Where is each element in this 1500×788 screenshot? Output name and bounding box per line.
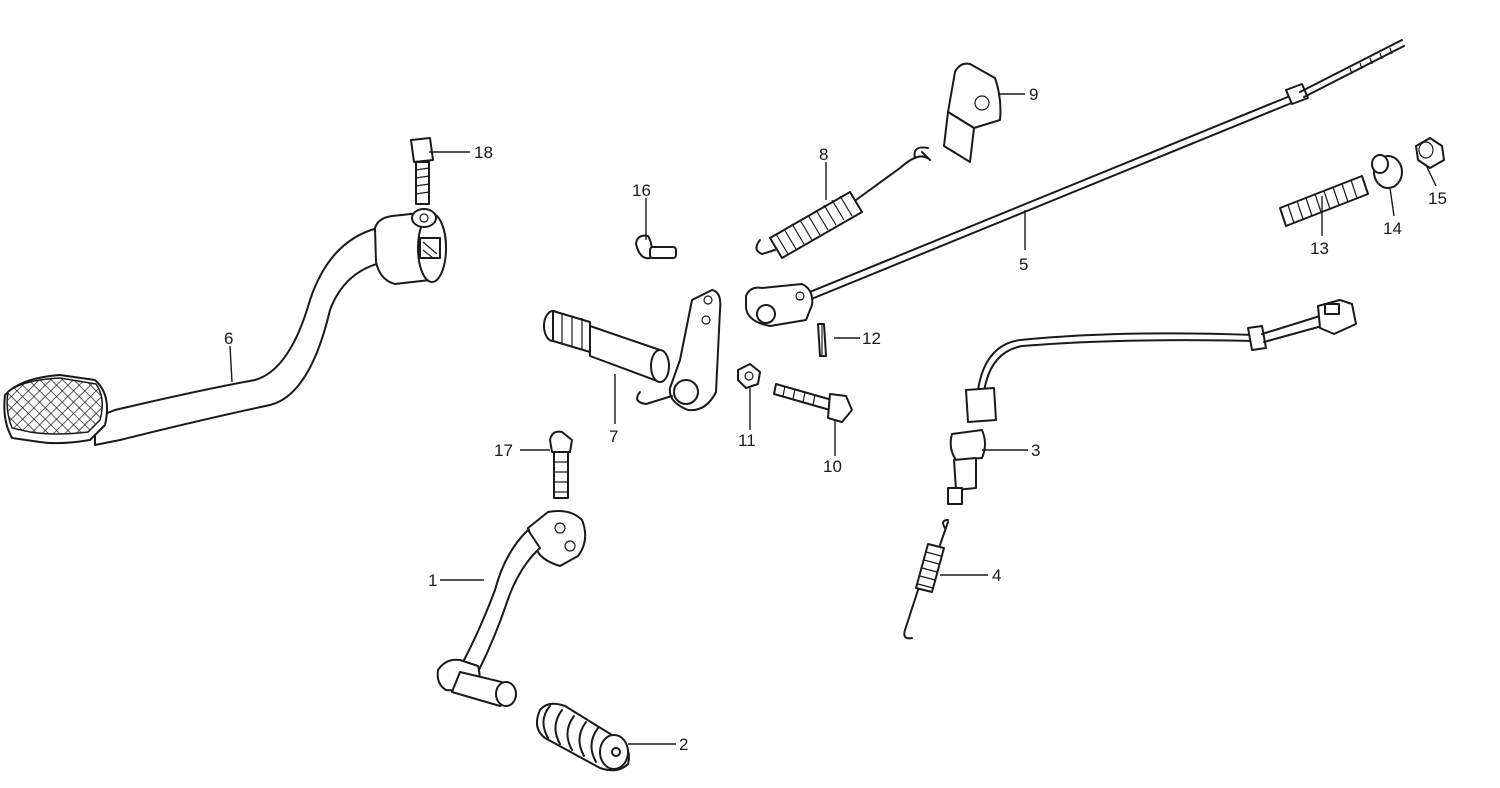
spring-4 [903,519,949,640]
collar-14 [1371,154,1403,189]
bolt-17 [549,430,573,499]
callout-4: 4 [992,566,1001,585]
callout-11: 11 [738,431,756,450]
callout-17: 17 [494,441,513,460]
gearshift-lever [436,510,587,707]
bolt-18 [410,137,437,228]
callout-1: 1 [428,571,437,590]
cotter-pin-12 [817,323,827,357]
callout-5: 5 [1019,255,1028,274]
callout-12: 12 [862,329,881,348]
callout-15: 15 [1428,189,1447,208]
spring-8 [755,146,931,259]
spring-13 [1279,175,1369,227]
callout-labels: 18 9 8 16 5 13 14 15 6 12 7 11 10 3 17 1… [224,85,1447,754]
callout-6: 6 [224,329,233,348]
bolt-10 [773,383,853,423]
callout-8: 8 [819,145,828,164]
callout-2: 2 [679,735,688,754]
bracket-9 [943,62,1002,163]
callout-10: 10 [823,457,842,476]
brake-switch-3 [947,299,1357,505]
callout-16: 16 [632,181,651,200]
callout-7: 7 [609,427,618,446]
nut-15 [1415,137,1445,169]
callout-9: 9 [1029,85,1038,104]
footpeg-rubber [535,702,630,772]
leader-lines [229,93,1437,745]
brake-shaft [543,289,722,412]
brake-rod-5 [745,39,1405,327]
nut-11 [737,363,761,389]
brake-pedal [3,211,447,446]
callout-18: 18 [474,143,493,162]
callout-13: 13 [1310,239,1329,258]
callout-3: 3 [1031,441,1040,460]
callout-14: 14 [1383,219,1402,238]
bolt-16 [635,234,677,260]
